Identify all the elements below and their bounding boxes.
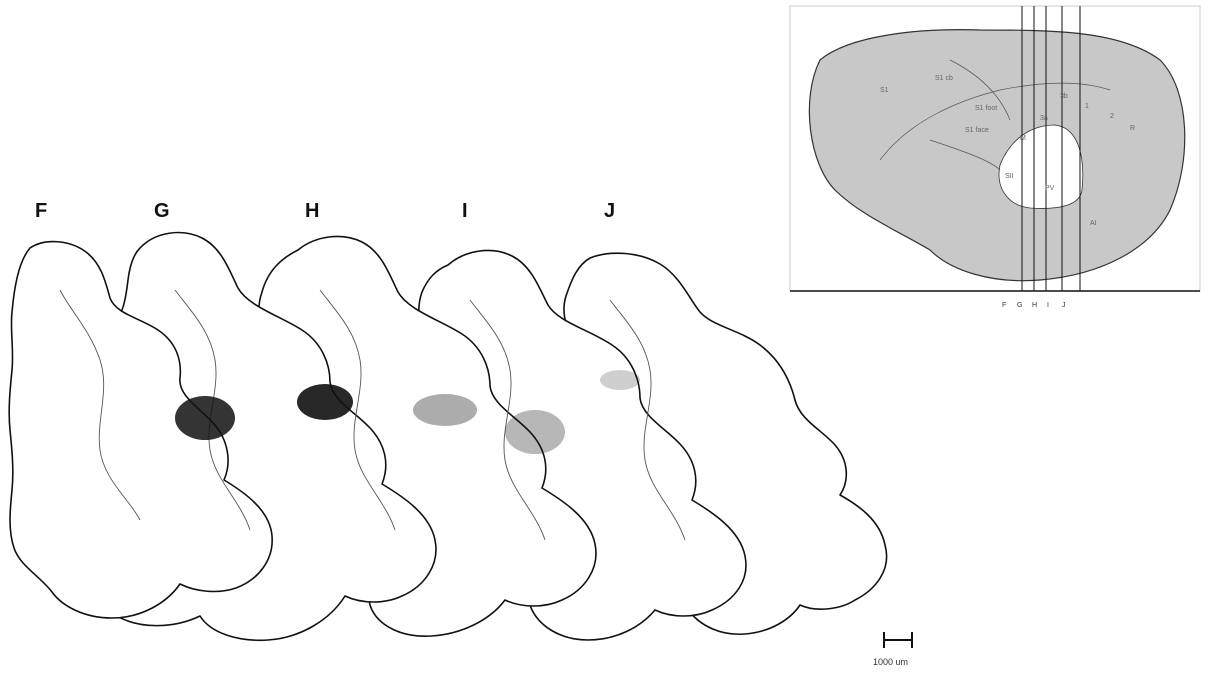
label-cluster-i (413, 394, 477, 426)
inset-label-s1-cb: S1 cb (935, 75, 953, 82)
inset-label-sii: SII (1005, 173, 1014, 180)
inset-label-3b: 3b (1060, 93, 1068, 100)
label-cluster-j (600, 370, 640, 390)
label-cluster-h (297, 384, 353, 420)
inset-cut-letter-g: G (1017, 302, 1022, 309)
label-cluster-g (175, 396, 235, 440)
inset-label-3a: 3a (1040, 115, 1048, 122)
inset-label-2: 2 (1110, 113, 1114, 120)
inset-cut-letter-i: I (1047, 302, 1049, 309)
inset-cut-letter-h: H (1032, 302, 1037, 309)
inset-label-pv: PV (1045, 185, 1055, 192)
inset-label-ai: AI (1090, 220, 1097, 227)
inset-cut-letter-j: J (1062, 302, 1066, 309)
inset-label-s1-face: S1 face (965, 127, 989, 134)
inset-label-1: 1 (1085, 103, 1089, 110)
inset-cut-letter-f: F (1002, 302, 1006, 309)
inset-label-r: R (1130, 125, 1135, 132)
inset-label-s1: S1 (880, 87, 889, 94)
scale-bar (884, 632, 912, 648)
inset-brain-view: S1 S1 cb S1 foot S1 face SII PV 3b 1 2 3… (790, 6, 1200, 291)
label-cluster-i-lower (505, 410, 565, 454)
scale-bar-label: 1000 um (873, 657, 908, 667)
inset-label-m: M (1020, 135, 1026, 142)
inset-brain-outline (809, 30, 1184, 281)
inset-label-s1-foot: S1 foot (975, 105, 997, 112)
